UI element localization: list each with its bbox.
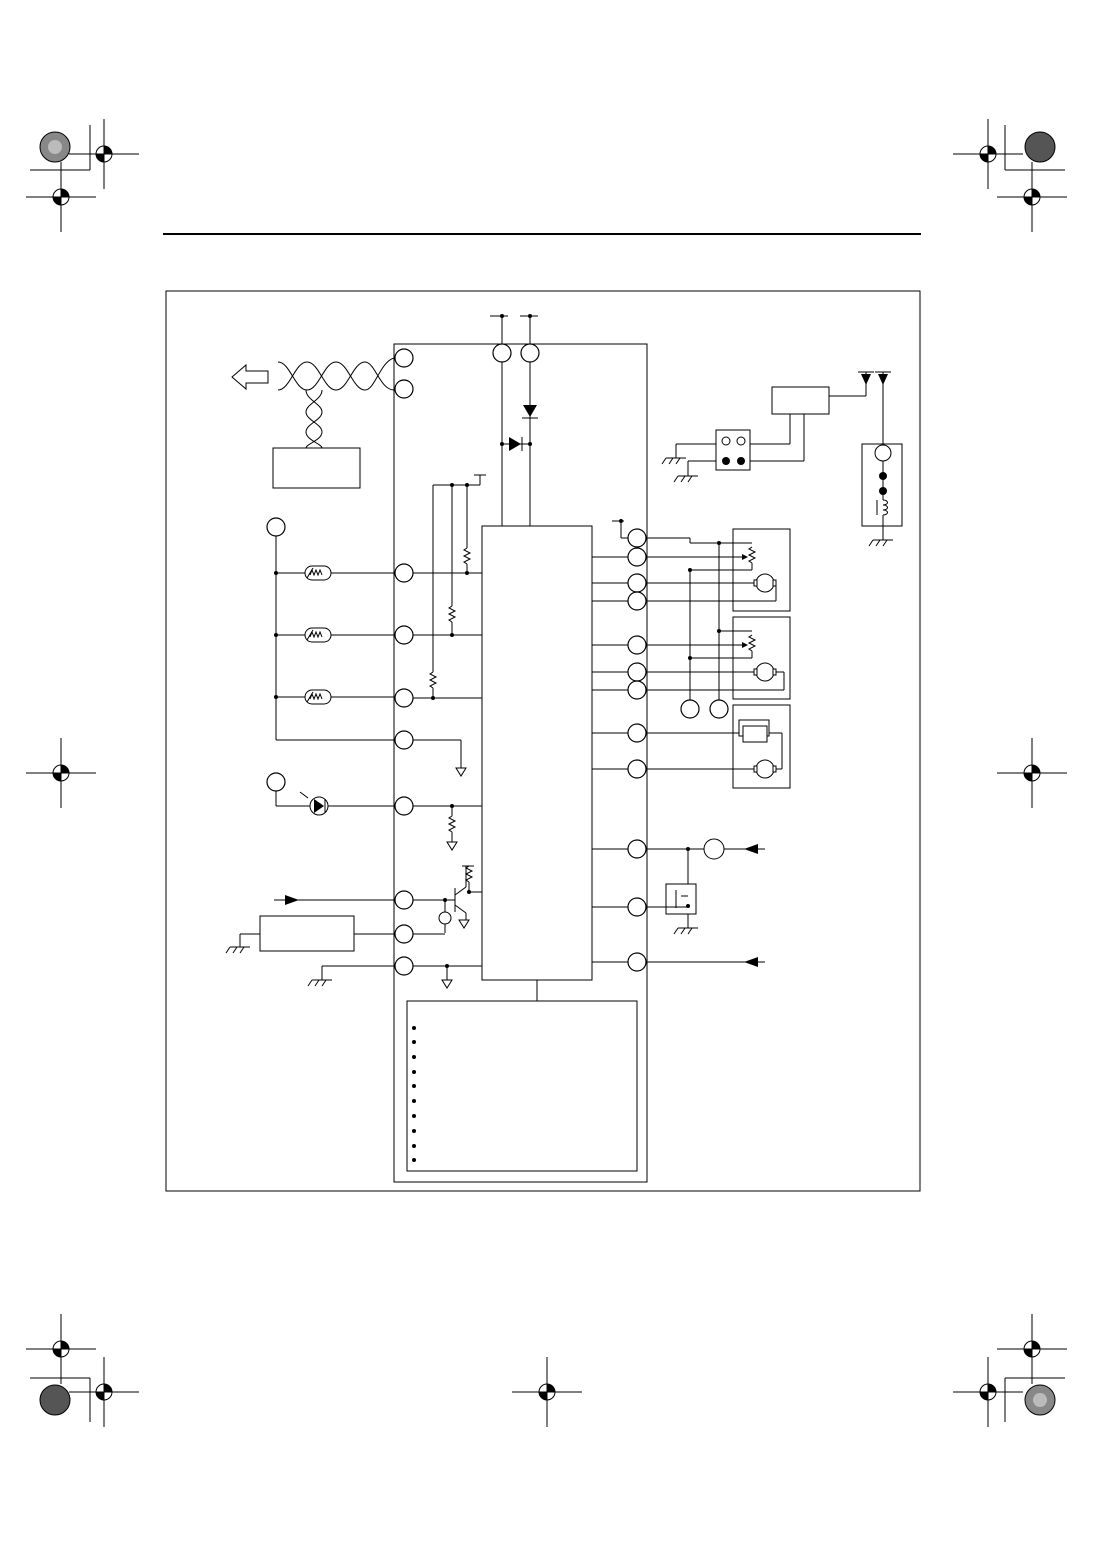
actuator-2 xyxy=(646,543,791,719)
arrow-icon xyxy=(231,363,269,391)
function-list xyxy=(412,1026,416,1162)
transistor-icon xyxy=(454,886,470,929)
photodiode-sensor xyxy=(266,772,482,851)
thermistor-icon xyxy=(304,565,332,705)
actuator-3 xyxy=(646,704,791,789)
diagram-frame xyxy=(165,290,921,1192)
switch-block xyxy=(661,371,891,483)
communication-line xyxy=(231,348,414,489)
pull-up-resistors xyxy=(429,474,486,700)
relay-block xyxy=(861,443,903,547)
ground-input xyxy=(307,956,482,989)
photodiode-icon xyxy=(299,791,329,816)
diode-icon xyxy=(509,437,521,451)
power-inputs xyxy=(490,314,540,526)
control-unit xyxy=(393,343,648,1183)
relay-icon xyxy=(665,883,697,915)
actuator-1 xyxy=(646,528,791,612)
ground-icon xyxy=(225,946,251,954)
resistor-icon xyxy=(463,547,471,565)
crop-marks xyxy=(30,125,1065,1422)
fan-motor xyxy=(646,838,765,935)
microcontroller xyxy=(481,525,593,981)
output-terminals xyxy=(592,519,647,972)
function-list-box xyxy=(406,1000,638,1172)
transistor-input xyxy=(225,865,482,954)
sensor-inputs xyxy=(266,517,482,777)
speed-input xyxy=(646,957,765,967)
color-wheel-icon xyxy=(39,131,1056,1416)
registration-mark-icon xyxy=(25,118,1068,1428)
